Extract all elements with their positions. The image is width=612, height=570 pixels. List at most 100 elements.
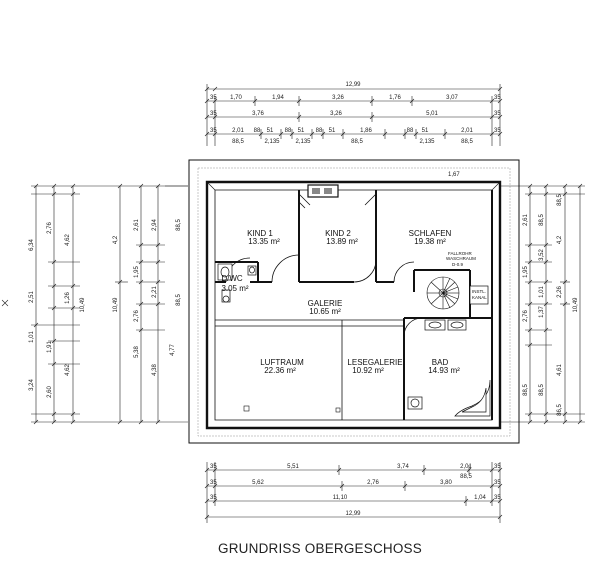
svg-text:3,76: 3,76 — [252, 111, 264, 117]
open-area-lines — [215, 193, 423, 420]
svg-text:3,52: 3,52 — [539, 249, 545, 261]
svg-text:2,60: 2,60 — [47, 386, 53, 398]
room-name-lesegalerie: LESEGALERIE — [347, 358, 402, 367]
svg-text:1,95: 1,95 — [134, 266, 140, 278]
svg-text:4,62: 4,62 — [65, 364, 71, 376]
room-name-schlafen: SCHLAFEN — [409, 229, 452, 238]
room-name-galerie: GALERIE — [308, 299, 343, 308]
svg-text:5,51: 5,51 — [287, 464, 299, 470]
svg-text:35: 35 — [210, 111, 217, 117]
svg-text:35: 35 — [494, 128, 501, 134]
svg-text:3,26: 3,26 — [332, 95, 344, 101]
svg-text:2,76: 2,76 — [47, 222, 53, 234]
svg-text:1,26: 1,26 — [65, 292, 71, 304]
svg-text:88,5: 88,5 — [176, 219, 182, 231]
svg-text:88,5: 88,5 — [460, 474, 472, 480]
svg-text:2,76: 2,76 — [134, 310, 140, 322]
furniture-markers — [243, 405, 341, 413]
svg-text:35: 35 — [494, 95, 501, 101]
svg-text:6,34: 6,34 — [29, 239, 35, 251]
left-dimensions: 6,34 2,51 1,01 3,24 10,49 2,76 4,62 1,26… — [29, 219, 182, 398]
svg-text:4,2: 4,2 — [113, 235, 119, 244]
svg-text:35: 35 — [494, 480, 501, 486]
room-area-kind2: 13.89 m² — [326, 237, 358, 246]
svg-text:3,80: 3,80 — [440, 480, 452, 486]
svg-text:2,135: 2,135 — [264, 139, 280, 145]
room-name-bad: BAD — [432, 358, 449, 367]
svg-text:35: 35 — [210, 464, 217, 470]
room-name-kind2: KIND 2 — [325, 229, 351, 238]
svg-text:3,74: 3,74 — [397, 464, 409, 470]
svg-text:3,26: 3,26 — [330, 111, 342, 117]
bottom-dimensions: 35 5,51 3,74 2,01 35 88,5 35 5,62 2,76 3… — [210, 464, 501, 517]
svg-text:2,76: 2,76 — [367, 480, 379, 486]
room-name-luftraum: LUFTRAUM — [260, 358, 304, 367]
svg-text:88,5: 88,5 — [523, 384, 529, 396]
svg-text:4,77: 4,77 — [170, 344, 176, 356]
svg-text:1,01: 1,01 — [539, 286, 545, 298]
svg-text:12,99: 12,99 — [345, 511, 361, 517]
svg-text:88,5: 88,5 — [557, 194, 563, 206]
svg-text:1,37: 1,37 — [539, 306, 545, 318]
svg-text:2,135: 2,135 — [295, 139, 311, 145]
svg-text:1,91: 1,91 — [47, 341, 53, 353]
room-area-bad: 14.93 m² — [428, 366, 460, 375]
install-kanal-label-1: INSTL. — [472, 289, 486, 294]
svg-text:35: 35 — [494, 111, 501, 117]
svg-text:2,135: 2,135 — [419, 139, 435, 145]
svg-text:2,61: 2,61 — [134, 219, 140, 231]
svg-text:35: 35 — [210, 95, 217, 101]
svg-text:51: 51 — [267, 128, 274, 134]
room-area-schlafen: 19.38 m² — [414, 237, 446, 246]
room-area-luftraum: 22.36 m² — [264, 366, 296, 375]
svg-text:1,95: 1,95 — [523, 266, 529, 278]
building-outline — [188, 159, 520, 444]
svg-text:35: 35 — [210, 495, 217, 501]
svg-text:2,01: 2,01 — [232, 128, 244, 134]
room-area-kind1: 13.35 m² — [248, 237, 280, 246]
svg-text:2,01: 2,01 — [461, 128, 473, 134]
svg-text:5,01: 5,01 — [426, 111, 438, 117]
svg-text:10,49: 10,49 — [113, 297, 119, 313]
svg-text:88,5: 88,5 — [539, 384, 545, 396]
room-area-lesegalerie: 10.92 m² — [352, 366, 384, 375]
svg-text:35: 35 — [210, 128, 217, 134]
svg-text:88: 88 — [285, 128, 292, 134]
svg-text:4,62: 4,62 — [65, 234, 71, 246]
svg-text:86,5: 86,5 — [557, 404, 563, 416]
svg-text:51: 51 — [298, 128, 305, 134]
svg-text:2,01: 2,01 — [460, 464, 472, 470]
svg-text:1,70: 1,70 — [230, 95, 242, 101]
stair-dimension-label: 1,67 — [448, 172, 460, 178]
wc-fixtures — [217, 263, 257, 303]
svg-text:35: 35 — [494, 464, 501, 470]
room-labels: KIND 1 13.35 m² KIND 2 13.89 m² SCHLAFEN… — [221, 172, 487, 375]
room-name-kind1: KIND 1 — [247, 229, 273, 238]
right-dimensions: 2,61 1,95 2,76 88,5 88,5 1,01 88,5 3,52 … — [523, 194, 579, 416]
svg-text:88: 88 — [407, 128, 414, 134]
svg-text:3,24: 3,24 — [29, 379, 35, 391]
svg-text:35: 35 — [210, 480, 217, 486]
room-area-dwc: 3.05 m² — [221, 284, 248, 293]
room-name-dwc: D/WC — [221, 274, 243, 283]
svg-text:35: 35 — [494, 495, 501, 501]
plan-caption: GRUNDRISS OBERGESCHOSS — [218, 541, 422, 556]
svg-text:10,49: 10,49 — [573, 297, 579, 313]
svg-text:5,38: 5,38 — [134, 346, 140, 358]
svg-text:51: 51 — [422, 128, 429, 134]
svg-text:2,51: 2,51 — [29, 291, 35, 303]
spiral-staircase[interactable] — [426, 276, 460, 310]
svg-text:5,62: 5,62 — [252, 480, 264, 486]
svg-text:88,5: 88,5 — [232, 139, 244, 145]
chimney — [307, 184, 339, 198]
svg-text:2,21: 2,21 — [152, 286, 158, 298]
svg-text:88,5: 88,5 — [461, 139, 473, 145]
fallrohr-label-3: D-0.9 — [452, 262, 464, 267]
svg-text:1,04: 1,04 — [474, 495, 486, 501]
svg-text:4,38: 4,38 — [152, 364, 158, 376]
north-marker — [1, 299, 9, 307]
fallrohr-label-1: FALLROHR — [448, 251, 473, 256]
svg-text:1,76: 1,76 — [389, 95, 401, 101]
svg-text:88,5: 88,5 — [176, 294, 182, 306]
